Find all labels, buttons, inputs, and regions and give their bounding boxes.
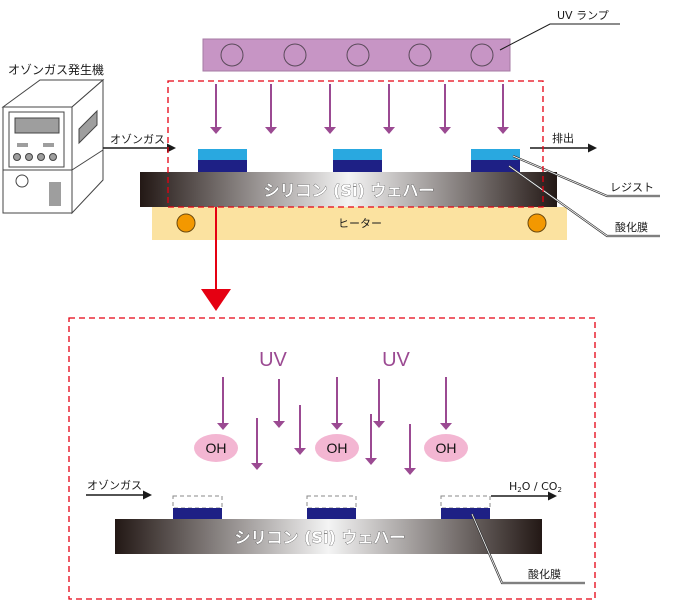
- oxide-layer: [173, 508, 222, 519]
- lamp-tube-icon: [346, 43, 370, 67]
- detail-silicon-wafer: [115, 519, 542, 554]
- exhaust-label: 排出: [552, 131, 574, 145]
- resist-layer: [198, 149, 247, 160]
- detail-panel: [68, 317, 596, 600]
- zoom-arrow-icon: [201, 207, 231, 311]
- removed-resist-outline: [440, 495, 491, 509]
- resist-layer: [333, 149, 382, 160]
- oh-label: OH: [327, 440, 348, 456]
- uv-lamp-leader-line: [499, 23, 620, 51]
- uv-ray-arrowhead: [383, 127, 395, 134]
- resist-label: レジスト: [610, 181, 654, 194]
- removed-resist-outline: [172, 495, 223, 509]
- uv-ray-arrowhead: [439, 127, 451, 134]
- ozone-generator-label: オゾンガス発生機: [8, 62, 104, 77]
- uv-ray-arrowhead: [331, 423, 343, 430]
- uv-ray-arrowhead: [373, 421, 385, 428]
- oh-label: OH: [436, 440, 457, 456]
- heater-label: ヒーター: [338, 217, 382, 230]
- uv-ray-arrowhead: [273, 421, 285, 428]
- ozone-generator-icon: [1, 78, 105, 215]
- uv-ray-arrowhead: [294, 448, 306, 455]
- oxide-film-label: 酸化膜: [615, 220, 648, 234]
- uv-label: UV: [382, 349, 410, 371]
- uv-label: UV: [259, 349, 287, 371]
- byproduct-label: H2O / CO2: [509, 480, 562, 494]
- top-uv-arrows: [210, 84, 509, 134]
- oxide-layer: [198, 160, 247, 172]
- lamp-tube-icon: [220, 43, 244, 67]
- oxide-layer: [333, 160, 382, 172]
- oh-radical-bubble: [194, 434, 238, 462]
- oh-label: OH: [206, 440, 227, 456]
- removed-resist-outline: [306, 495, 357, 509]
- uv-ray-arrowhead: [440, 423, 452, 430]
- oxide-layer: [307, 508, 356, 519]
- uv-ray-arrowhead: [404, 468, 416, 475]
- wafer-label: シリコン (Si) ウェハー: [264, 181, 435, 200]
- detail-samples: [172, 495, 491, 519]
- oh-radicals: OH OH OH: [194, 434, 468, 462]
- lamp-tube-icon: [408, 43, 432, 67]
- ozone-gas-label: オゾンガス: [110, 133, 165, 146]
- uv-ray-arrowhead: [365, 458, 377, 465]
- lamp-tube-icon: [470, 43, 494, 67]
- lamp-tube-icon: [283, 43, 307, 67]
- uv-ray-arrowhead: [265, 127, 277, 134]
- heater-element-icon: [176, 213, 196, 233]
- uv-ray-arrowhead: [324, 127, 336, 134]
- silicon-wafer: [140, 172, 557, 207]
- oxide-layer: [471, 160, 520, 172]
- detail-ozone-gas-label: オゾンガス: [87, 479, 142, 492]
- heater: [152, 207, 567, 240]
- heater-element-icon: [527, 213, 547, 233]
- top-samples: [198, 149, 520, 172]
- oh-radical-bubble: [315, 434, 359, 462]
- uv-ray-arrowhead: [251, 463, 263, 470]
- detail-uv-arrows: [217, 377, 452, 475]
- uv-ray-arrowhead: [210, 127, 222, 134]
- uv-ray-arrowhead: [217, 423, 229, 430]
- detail-oxide-film-label: 酸化膜: [528, 567, 561, 581]
- oh-radical-bubble: [424, 434, 468, 462]
- uv-ray-arrowhead: [497, 127, 509, 134]
- oxide-layer: [441, 508, 490, 519]
- detail-wafer-label: シリコン (Si) ウェハー: [235, 528, 406, 547]
- uv-lamp-label: UV ランプ: [557, 9, 609, 22]
- resist-layer: [471, 149, 520, 160]
- lamp-tubes: [220, 43, 494, 67]
